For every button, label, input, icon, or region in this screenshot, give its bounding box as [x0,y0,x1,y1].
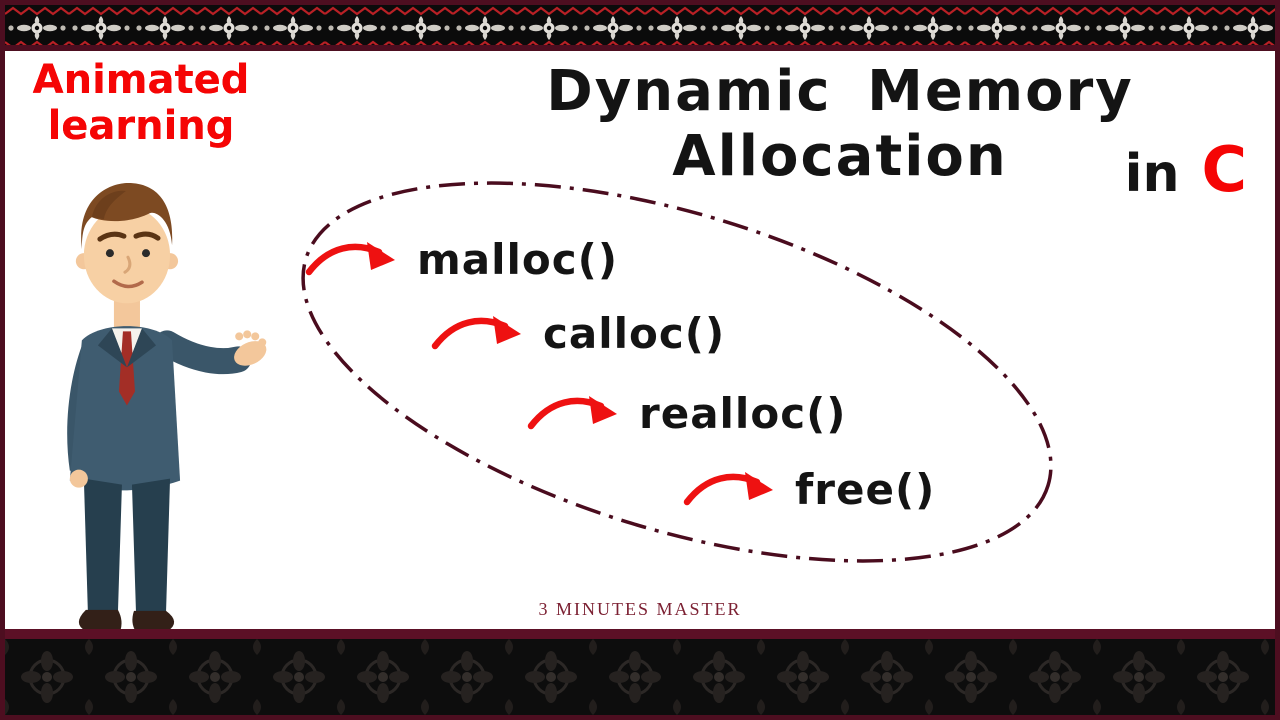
damask-ornament-band-icon [5,639,1275,715]
function-label-calloc: calloc() [543,309,726,358]
top-ornament-band [5,5,1275,51]
subtitle-language: C [1201,133,1247,206]
red-arrow-icon [683,471,773,505]
presenter-character-illustration [21,175,273,641]
red-arrow-icon [431,315,521,349]
function-row-calloc: calloc() [429,309,725,358]
function-row-malloc: malloc() [303,235,618,284]
function-row-realloc: realloc() [525,389,846,438]
subtitle-in: in [1124,144,1180,204]
channel-badge: Animated learning [13,57,269,149]
function-label-free: free() [795,465,936,514]
red-arrow-icon [305,241,395,275]
badge-line-2: learning [47,103,235,149]
page-subtitle: in C [1125,133,1247,206]
brand-text: 3 MINUTES MASTER [538,599,742,619]
function-label-malloc: malloc() [417,235,619,284]
red-arrow-icon [527,395,617,429]
lace-ornament-band-icon [5,5,1275,45]
function-row-free: free() [681,465,935,514]
function-label-realloc: realloc() [639,389,847,438]
badge-line-1: Animated [32,57,250,103]
bottom-ornament-band [5,629,1275,715]
presenter-character-icon [67,183,267,632]
page-title: Dynamic Memory Allocation [546,59,1134,189]
